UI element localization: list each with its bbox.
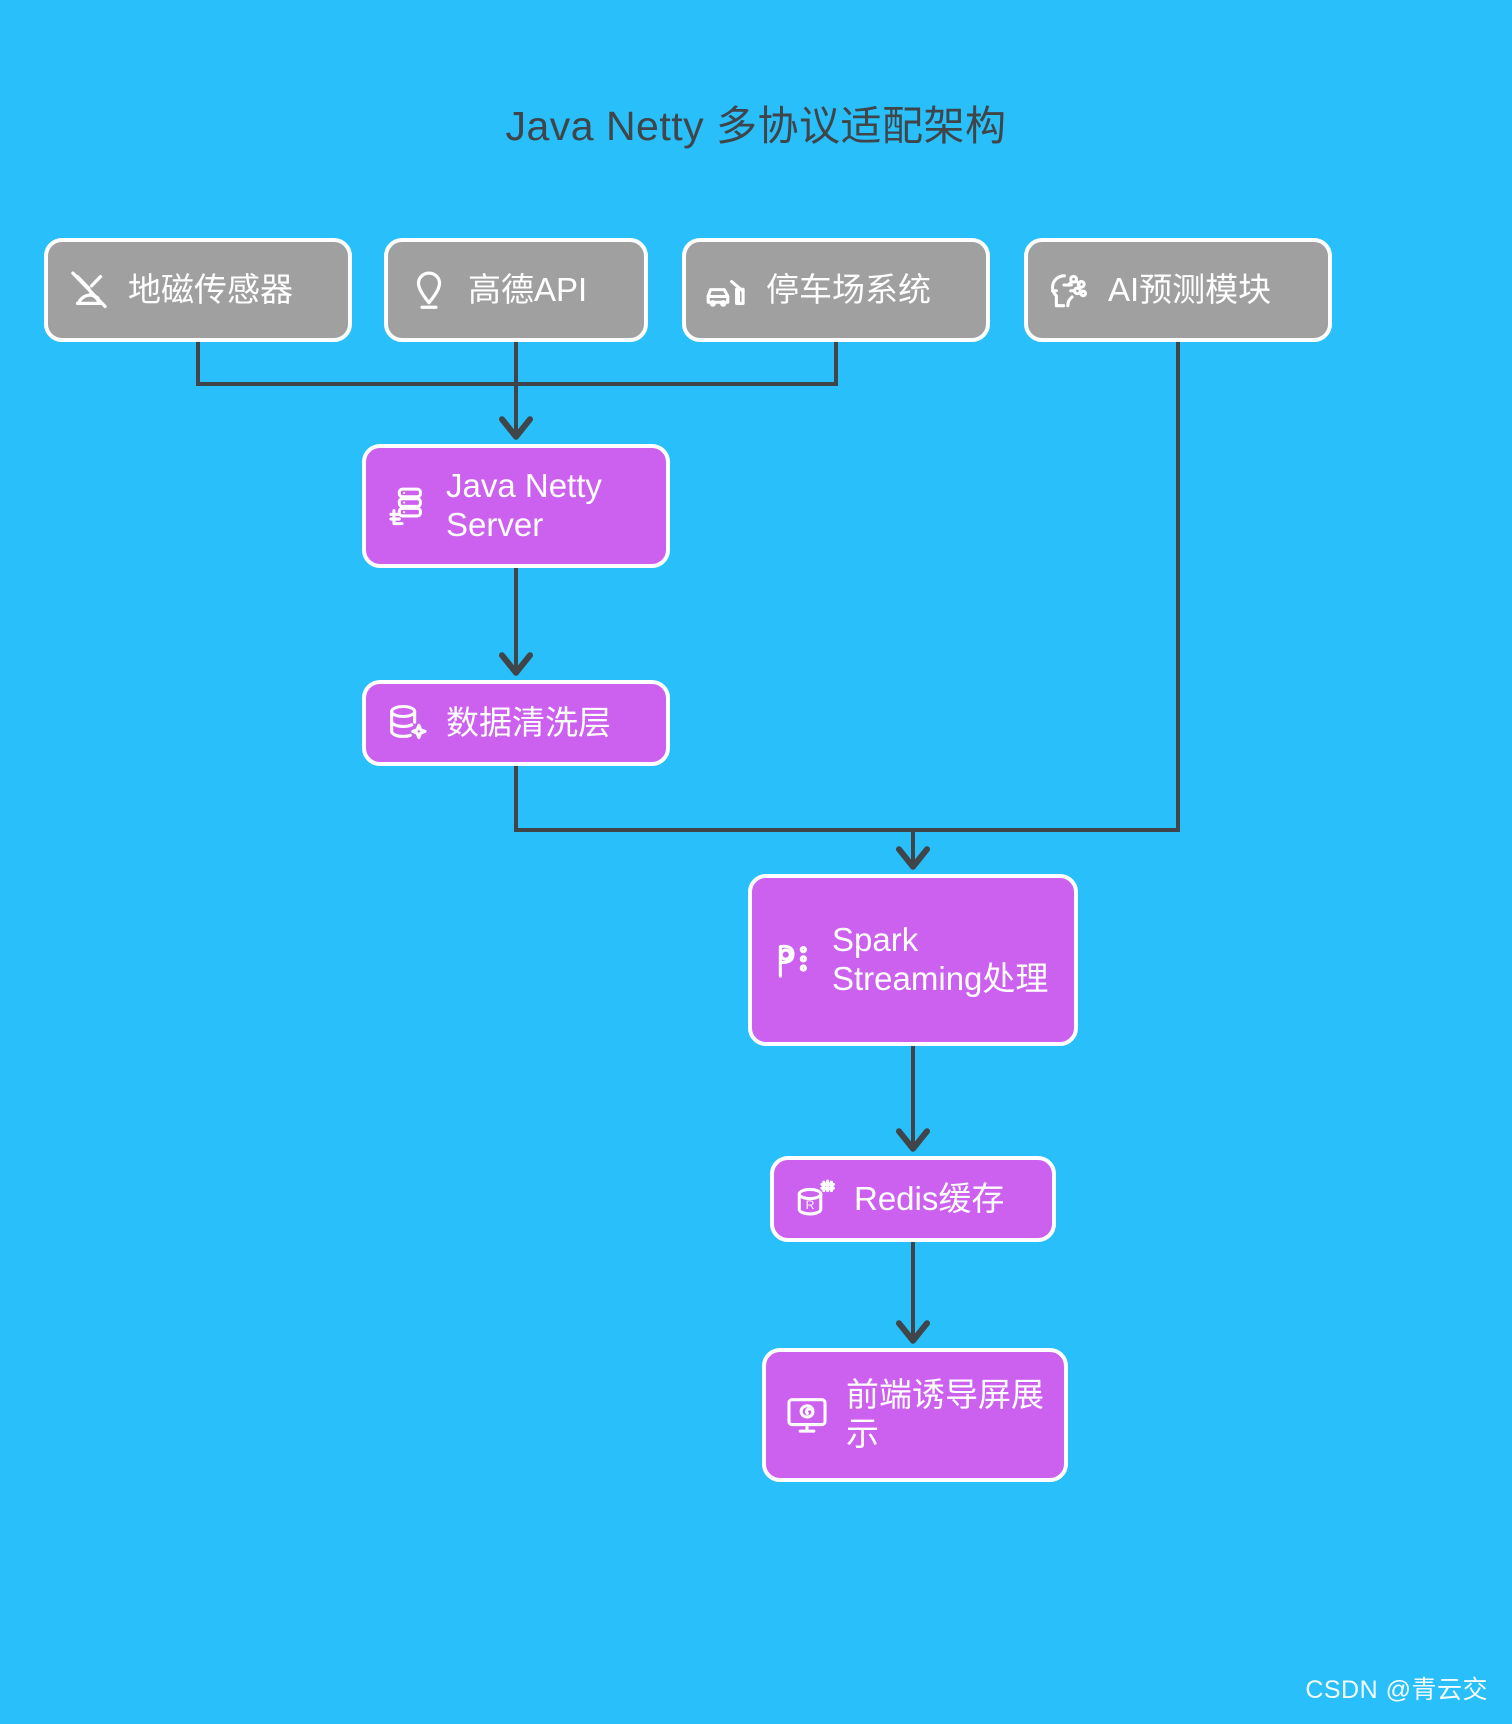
server-rack-icon — [389, 487, 422, 526]
monitor-display-icon — [787, 1398, 827, 1433]
node-label: Spark Streaming处理 — [832, 921, 1049, 997]
node-data-cleaning-layer[interactable]: 数据清洗层 — [362, 680, 670, 766]
redis-cylinder-icon: R — [797, 1179, 835, 1216]
map-pin-icon — [416, 271, 442, 309]
node-label: 高德API — [468, 270, 588, 308]
database-sparkle-icon — [390, 704, 427, 740]
edge-geo-to-netty — [196, 342, 516, 386]
node-ai-prediction-module[interactable]: AI预测模块 — [1024, 238, 1332, 342]
node-amap-api[interactable]: 高德API — [384, 238, 648, 342]
magnet-sensor-off-icon — [71, 271, 107, 309]
svg-text:R: R — [806, 1198, 815, 1212]
car-barrier-icon — [706, 280, 745, 307]
node-label: Java Netty Server — [446, 467, 602, 543]
edge-ai-to-spark — [913, 342, 1180, 832]
edge-clean-to-spark — [514, 766, 913, 832]
node-label: 地磁传感器 — [128, 270, 293, 308]
page-title: Java Netty 多协议适配架构 — [505, 103, 1007, 149]
node-redis-cache[interactable]: R Redis缓存 — [770, 1156, 1056, 1242]
node-parking-system[interactable]: 停车场系统 — [682, 238, 990, 342]
csdn-watermark: CSDN @青云交 — [1305, 1676, 1488, 1704]
node-frontend-guide-screen[interactable]: 前端诱导屏展示 — [762, 1348, 1068, 1482]
node-label: Redis缓存 — [854, 1179, 1005, 1217]
node-java-netty-server[interactable]: Java Netty Server — [362, 444, 670, 568]
spark-stream-icon — [778, 944, 807, 978]
node-label: 停车场系统 — [766, 270, 931, 308]
node-geo-sensor[interactable]: 地磁传感器 — [44, 238, 352, 342]
node-label: 前端诱导屏展示 — [846, 1376, 1044, 1452]
node-label: 数据清洗层 — [446, 703, 611, 741]
node-label: AI预测模块 — [1108, 270, 1272, 308]
edge-lot-to-netty — [516, 342, 838, 386]
node-spark-streaming[interactable]: Spark Streaming处理 — [748, 874, 1078, 1046]
ai-brain-chip-icon — [1050, 274, 1088, 308]
